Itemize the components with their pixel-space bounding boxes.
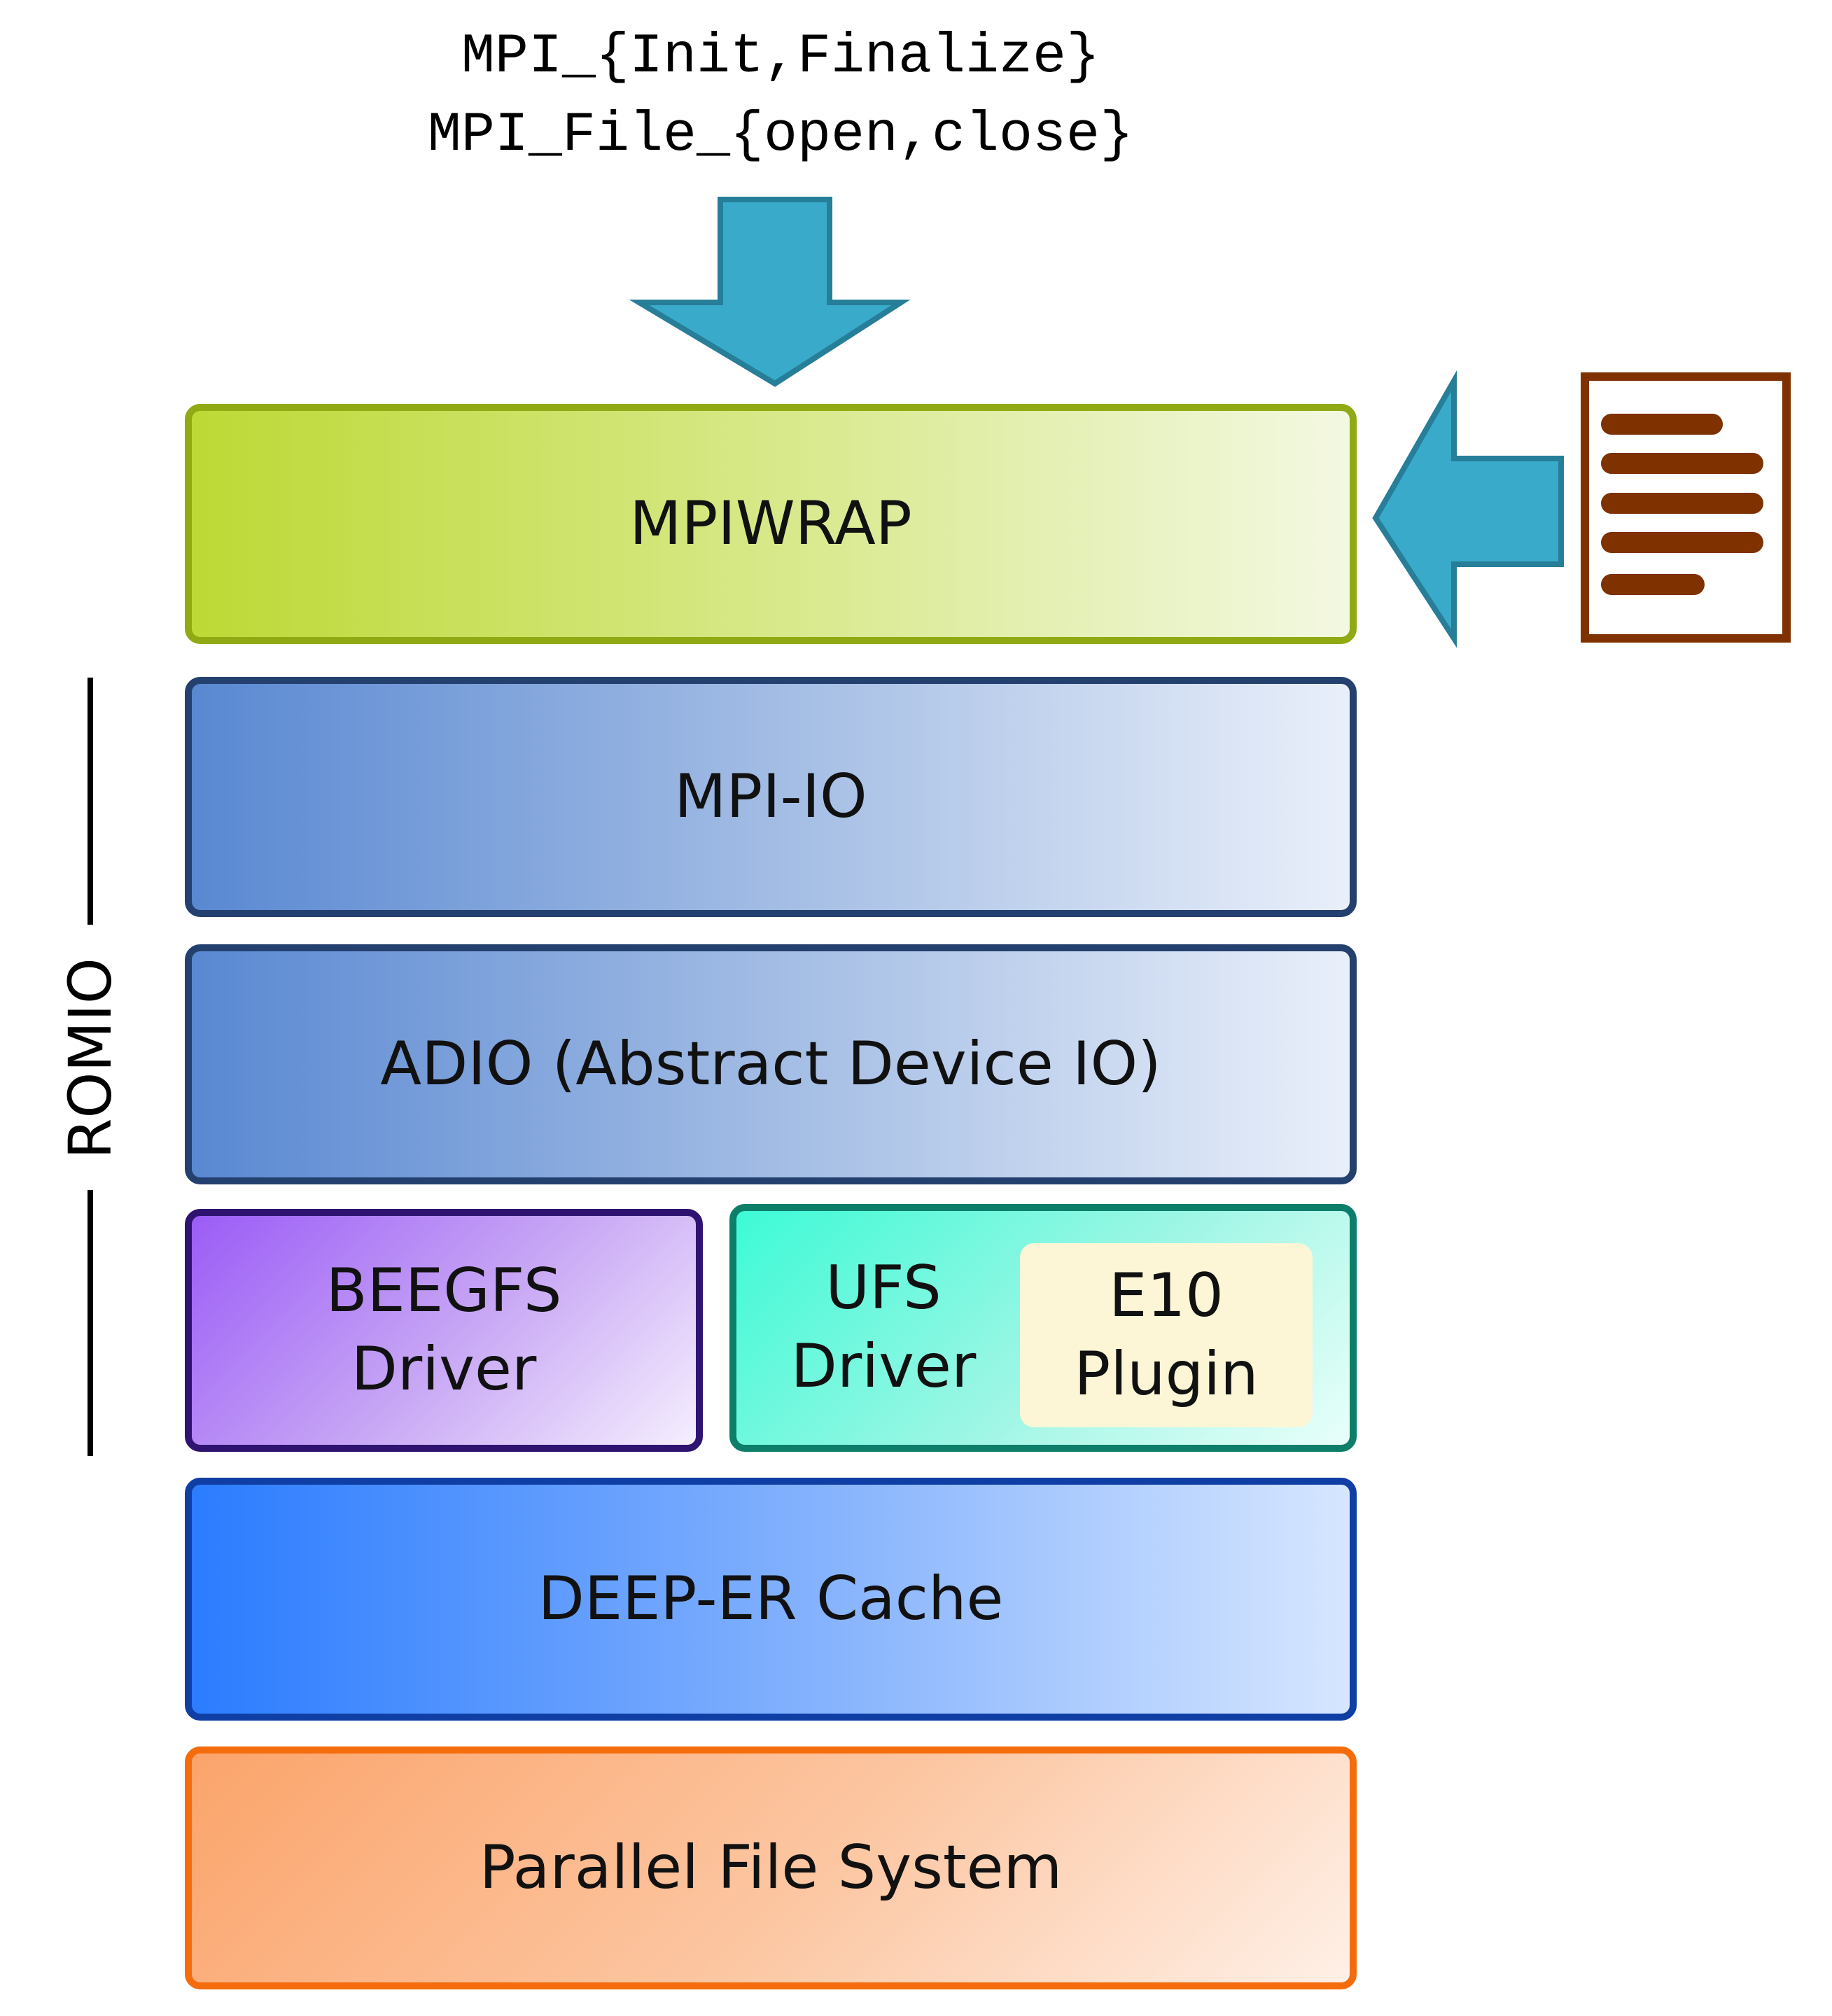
call-line-file-open-close: MPI_File_{open,close}: [427, 104, 1134, 167]
adio-label: ADIO (Abstract Device IO): [380, 1028, 1161, 1099]
e10-label-line1: E10: [1109, 1260, 1224, 1331]
deep-er-cache-label: DEEP-ER Cache: [538, 1563, 1004, 1634]
document-icon: [1581, 372, 1791, 643]
ufs-driver-layer: UFS Driver E10 Plugin: [729, 1204, 1357, 1452]
deep-er-cache-layer: DEEP-ER Cache: [185, 1478, 1357, 1721]
left-arrow-icon: [1372, 370, 1564, 648]
beegfs-label-line2: Driver: [351, 1334, 537, 1404]
e10-label-line2: Plugin: [1074, 1338, 1259, 1409]
mpi-io-layer: MPI-IO: [185, 677, 1357, 917]
beegfs-driver-label: BEEGFS Driver: [326, 1252, 562, 1409]
parallel-file-system-layer: Parallel File System: [185, 1746, 1357, 1989]
adio-layer: ADIO (Abstract Device IO): [185, 944, 1357, 1184]
beegfs-label-line1: BEEGFS: [326, 1255, 562, 1326]
call-line-init-finalize: MPI_{Init,Finalize}: [461, 25, 1100, 89]
mpiwrap-layer: MPIWRAP: [185, 404, 1357, 644]
beegfs-driver-layer: BEEGFS Driver: [185, 1209, 703, 1452]
romio-bracket-line-bottom: [88, 1190, 93, 1456]
down-arrow-icon: [629, 197, 911, 387]
romio-bracket-line-top: [88, 678, 93, 925]
ufs-label-line1: UFS: [825, 1253, 942, 1324]
mpi-io-label: MPI-IO: [674, 761, 867, 832]
parallel-file-system-label: Parallel File System: [479, 1832, 1063, 1903]
romio-label: ROMIO: [56, 958, 125, 1159]
mpiwrap-label: MPIWRAP: [629, 488, 912, 559]
e10-plugin-box: E10 Plugin: [1020, 1243, 1313, 1427]
ufs-driver-label: UFS Driver: [778, 1211, 988, 1445]
ufs-label-line2: Driver: [790, 1331, 977, 1401]
